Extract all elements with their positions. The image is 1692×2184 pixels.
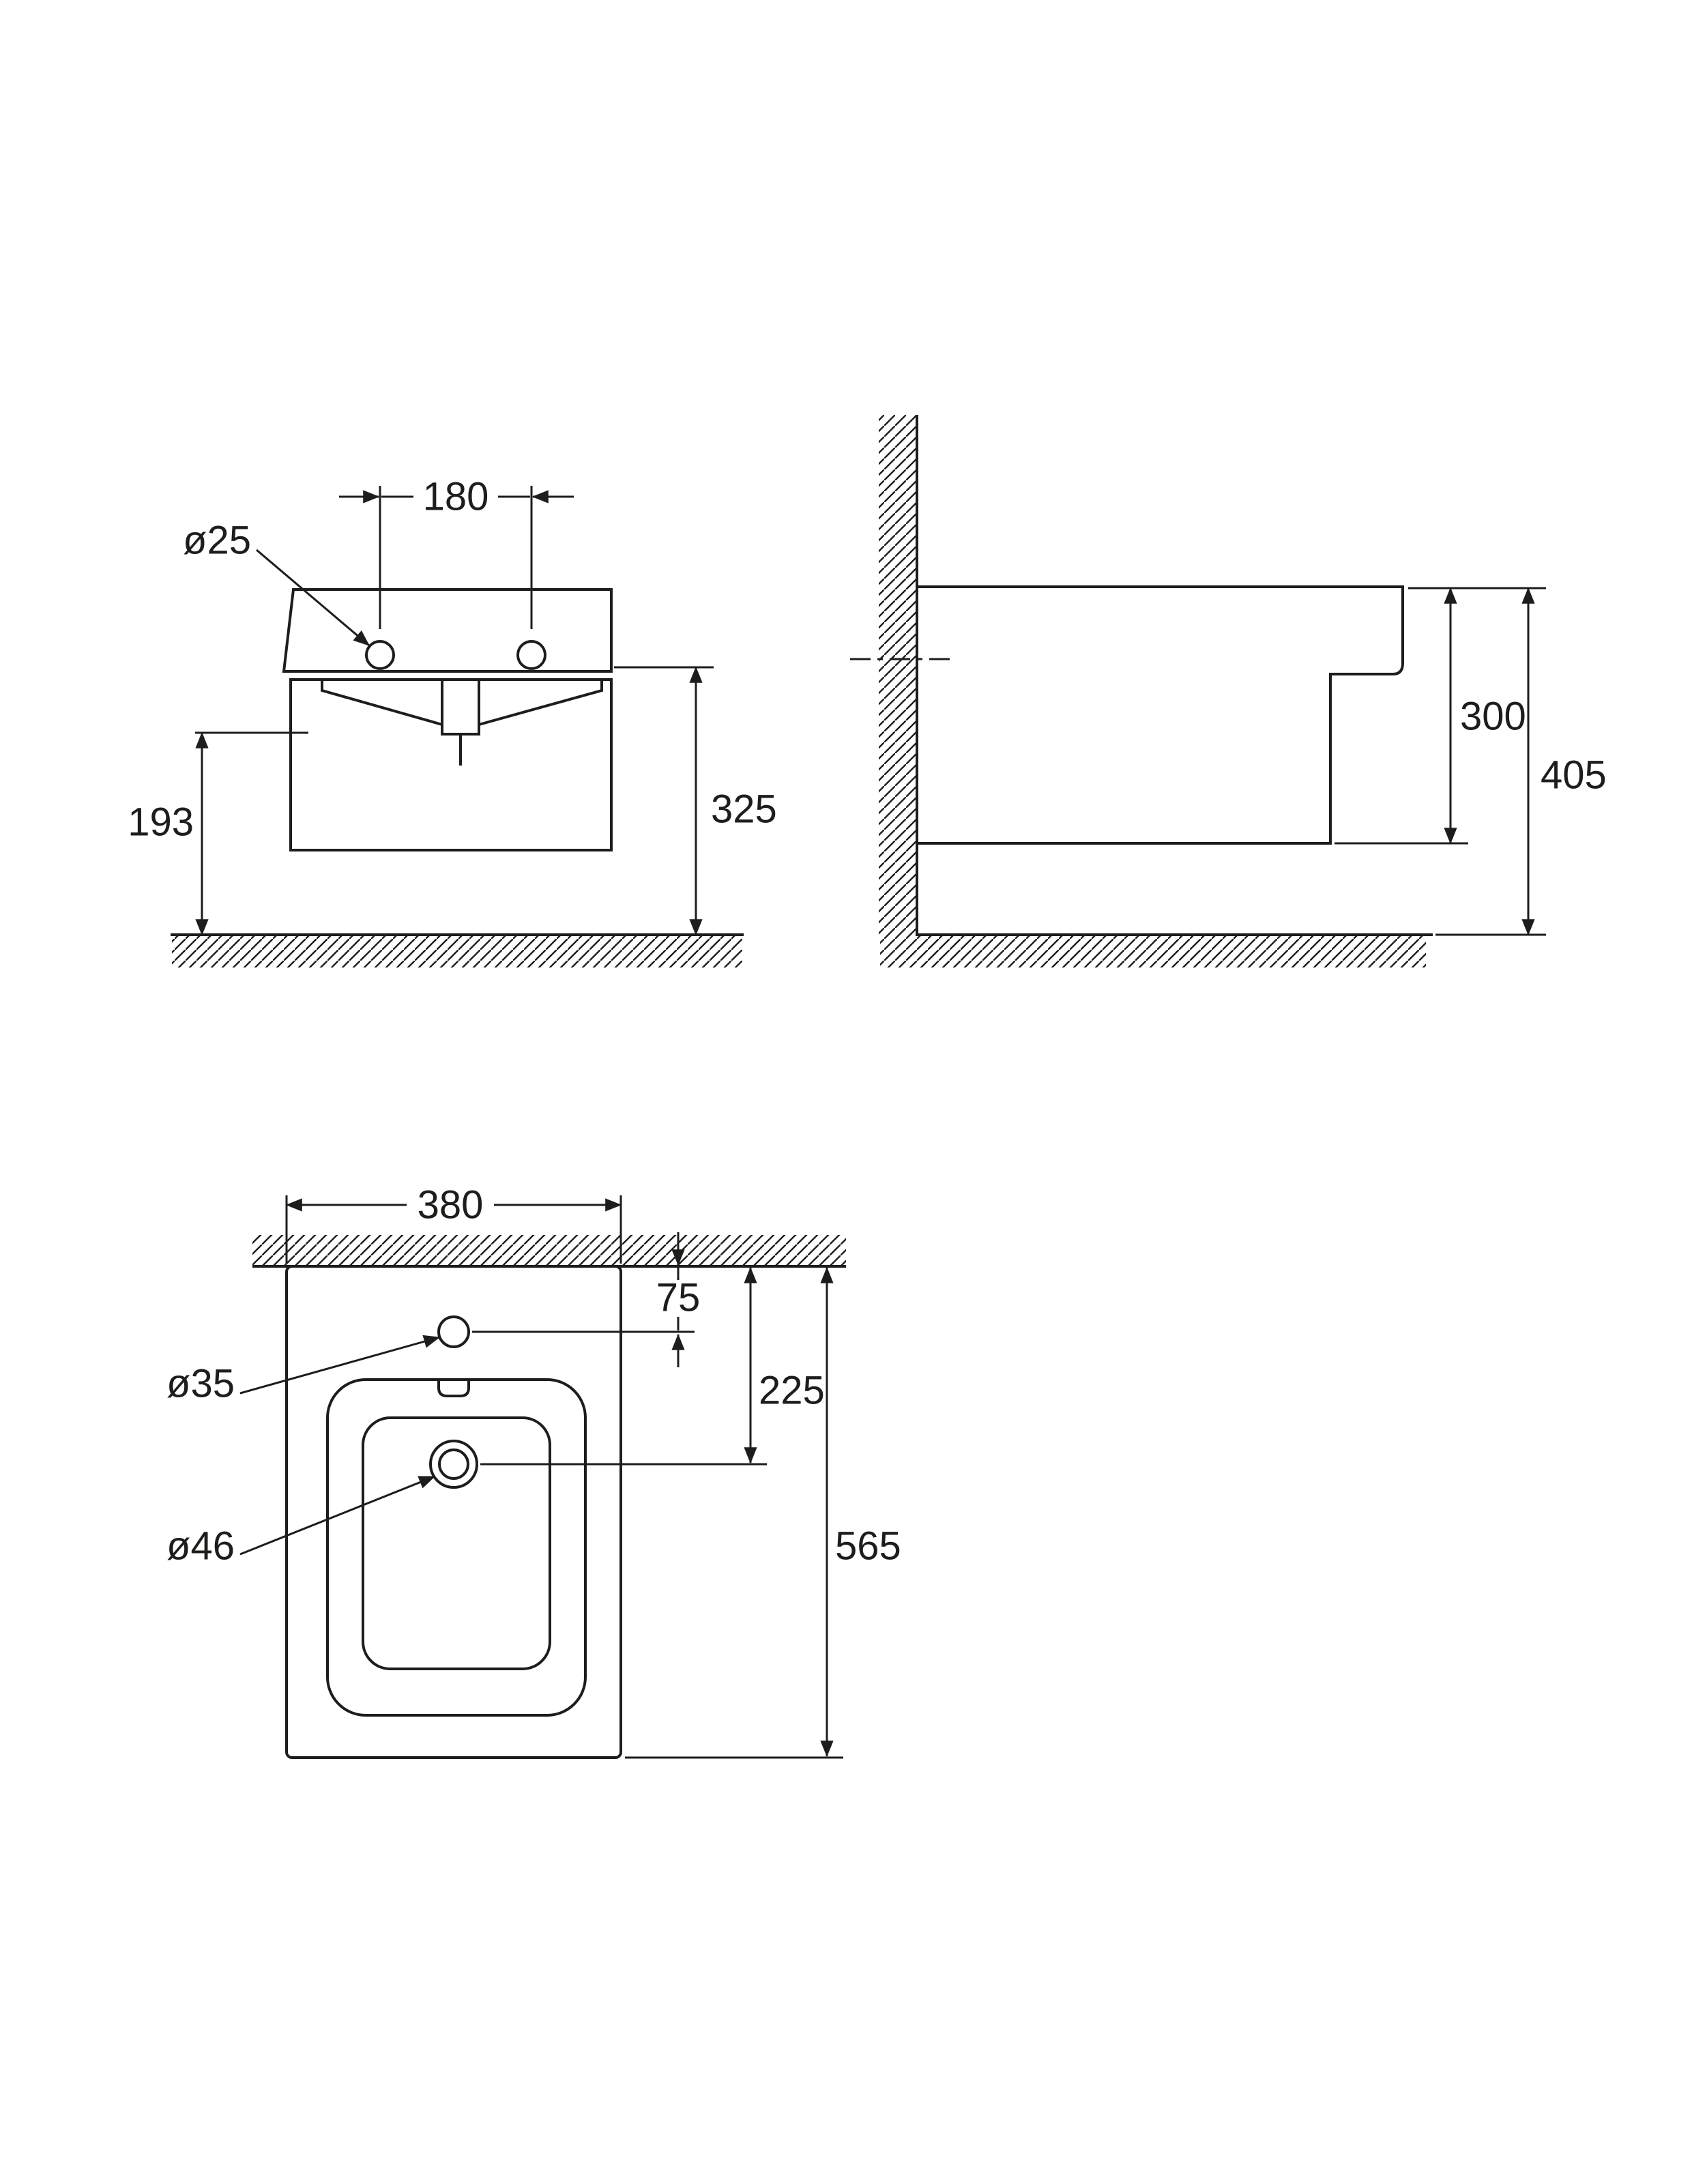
floor-hatch-front <box>172 936 742 967</box>
hole-diameter-label: ø25 <box>183 519 251 563</box>
tap-hole-right <box>516 640 546 670</box>
side-fixture <box>916 415 1433 936</box>
drain-outer-circle <box>429 1440 478 1489</box>
front-view: 180 ø25 325 193 <box>128 475 777 967</box>
dim-depth: 565 <box>625 1266 901 1759</box>
tap-hole-left <box>365 640 395 670</box>
drain-diameter-label: ø46 <box>166 1524 235 1569</box>
plan-fixture <box>252 1265 846 1759</box>
wall-hatch-plan <box>252 1235 846 1266</box>
front-fixture <box>171 588 744 936</box>
hole-spacing-label: 180 <box>423 475 489 519</box>
tap-hole-diameter-label: ø35 <box>166 1362 235 1406</box>
dim-width: 380 <box>285 1183 622 1264</box>
front-fixture-body <box>289 678 613 851</box>
depth-label: 565 <box>835 1524 901 1569</box>
side-fixture-profile <box>917 585 1404 845</box>
plan-basin <box>362 1416 551 1670</box>
callout-drain-diameter: ø46 <box>166 1475 436 1569</box>
dim-overall-height: 405 <box>1435 587 1607 936</box>
plan-view: 380 75 225 565 ø35 ø46 <box>166 1183 901 1759</box>
leader-line <box>239 1335 441 1395</box>
dim-tap-hole-offset: 75 <box>472 1232 700 1367</box>
wall-hatch-side <box>879 415 917 936</box>
dim-rim-height: 325 <box>614 666 777 936</box>
dim-underside-height: 193 <box>128 731 308 936</box>
rim-height-label: 325 <box>711 787 777 832</box>
leader-line <box>239 1475 436 1556</box>
plan-fixture-outline <box>285 1265 622 1759</box>
tap-hole-offset-label: 75 <box>656 1276 701 1320</box>
underside-height-label: 193 <box>128 800 194 845</box>
width-label: 380 <box>418 1183 484 1227</box>
front-basin-right-edge <box>478 680 603 726</box>
dim-body-height: 300 <box>1334 587 1546 845</box>
front-overflow-notch <box>441 680 480 736</box>
leader-line <box>256 549 370 647</box>
plan-rim <box>326 1378 587 1717</box>
callout-tap-hole-diameter: ø35 <box>166 1335 441 1406</box>
callout-hole-diameter: ø25 <box>183 519 370 647</box>
body-height-label: 300 <box>1460 695 1526 739</box>
dim-drain-offset: 225 <box>480 1266 825 1466</box>
front-fixture-deck <box>282 588 613 673</box>
drain-inner-circle <box>438 1448 469 1480</box>
drain-offset-label: 225 <box>759 1369 825 1413</box>
dim-hole-spacing: 180 <box>339 475 574 629</box>
side-view: 300 405 <box>850 415 1607 967</box>
plan-overflow-notch <box>437 1380 470 1397</box>
floor-hatch-side <box>880 936 1426 967</box>
overall-height-label: 405 <box>1541 753 1607 798</box>
front-basin-left-edge <box>321 680 443 726</box>
tap-hole-plan <box>437 1315 470 1348</box>
